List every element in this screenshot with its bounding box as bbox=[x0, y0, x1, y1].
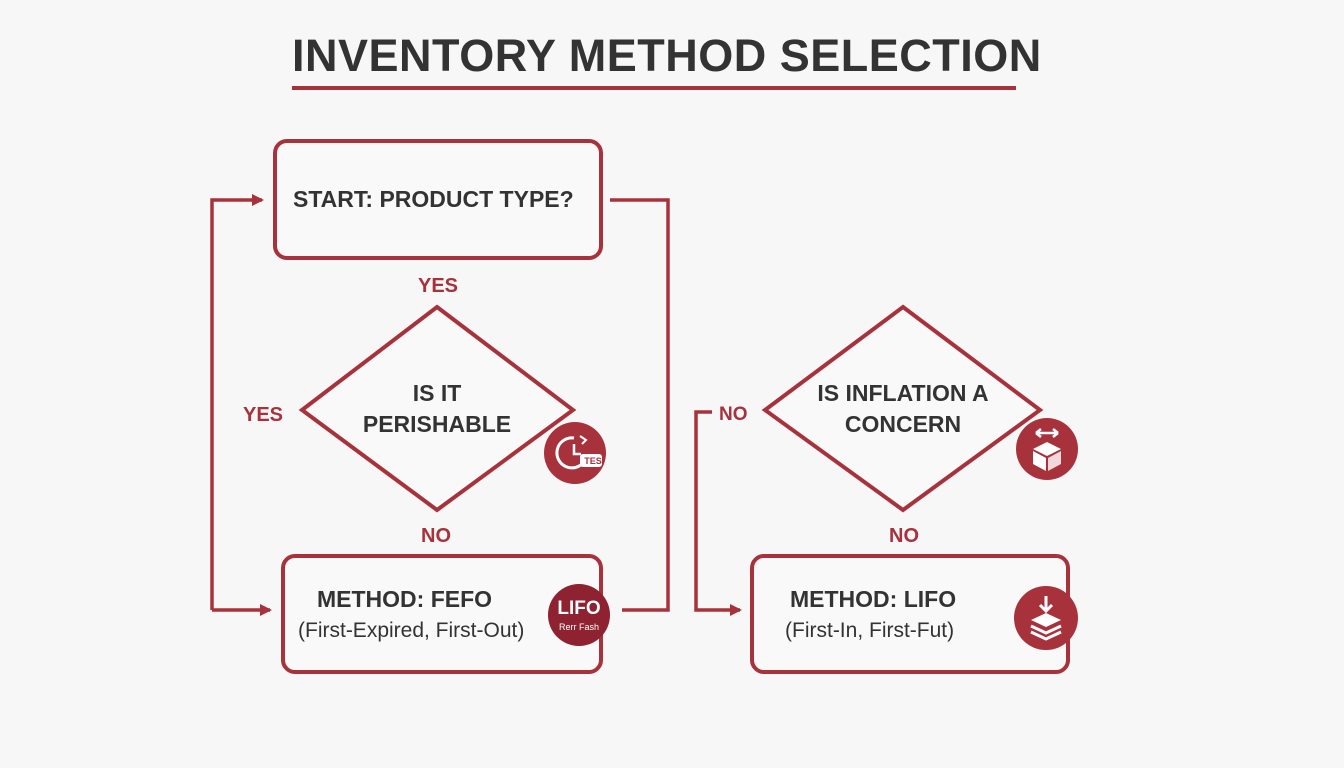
clock-icon: TES bbox=[544, 422, 606, 484]
clock-badge-text: TES bbox=[584, 456, 602, 466]
lifo-node-label: METHOD: LIFO bbox=[790, 586, 957, 612]
fefo-node-label: METHOD: FEFO bbox=[317, 586, 493, 612]
lifo-node bbox=[750, 554, 1070, 674]
inflation-line1: IS INFLATION A bbox=[817, 380, 989, 406]
loop-line-left bbox=[210, 194, 264, 610]
inflation-question: IS INFLATION A CONCERN bbox=[803, 378, 1003, 440]
stack-down-arrow-icon bbox=[1014, 586, 1078, 650]
edge-label-no-left-inflation: NO bbox=[719, 404, 748, 425]
fefo-badge-text: LIFO bbox=[557, 598, 601, 619]
arrow-into-lifo bbox=[694, 410, 742, 616]
fefo-badge-icon: LIFO Rerr Fash bbox=[548, 584, 610, 646]
fefo-node-sublabel: (First-Expired, First-Out) bbox=[298, 619, 525, 642]
loop-line-right bbox=[610, 198, 670, 612]
edge-label-yes-left: YES bbox=[243, 404, 284, 426]
perishable-line1: IS IT bbox=[412, 380, 462, 406]
perishable-line2: PERISHABLE bbox=[362, 411, 512, 437]
title-underline bbox=[292, 86, 1016, 90]
edge-label-no-inflation: NO bbox=[889, 525, 919, 547]
fefo-badge-subtext: Rerr Fash bbox=[558, 622, 599, 632]
perishable-diamond bbox=[298, 304, 577, 513]
diagram-title: INVENTORY METHOD SELECTION bbox=[292, 30, 1042, 81]
start-node bbox=[273, 139, 603, 260]
inflation-diamond bbox=[761, 304, 1044, 513]
lifo-node-sublabel: (First-In, First-Fut) bbox=[785, 619, 955, 642]
inflation-line2: CONCERN bbox=[844, 411, 962, 437]
perishable-question: IS IT PERISHABLE bbox=[337, 378, 537, 440]
edge-label-no-perishable: NO bbox=[421, 525, 451, 547]
start-node-label: START: PRODUCT TYPE? bbox=[293, 186, 574, 212]
edge-label-yes-top: YES bbox=[418, 275, 459, 297]
box-arrows-icon bbox=[1016, 418, 1078, 480]
